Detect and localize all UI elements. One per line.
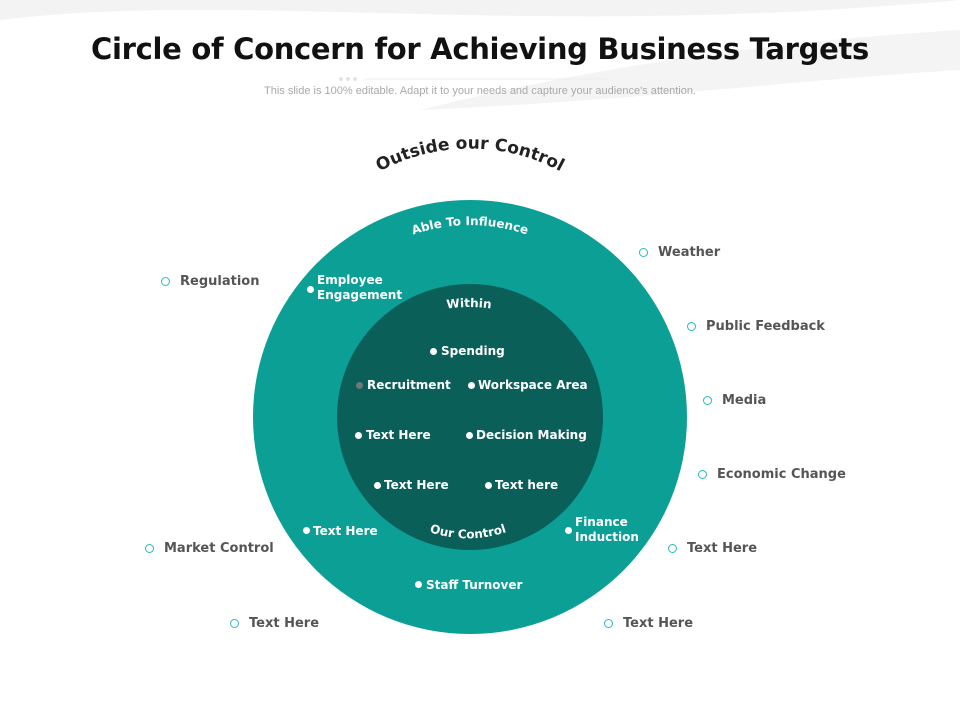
bullet-dot [303, 527, 310, 534]
page-subtitle: This slide is 100% editable. Adapt it to… [264, 85, 696, 97]
control-item-text-here-b: Text Here [384, 478, 449, 492]
control-item-text-here-a: Text Here [366, 428, 431, 442]
within-heading: Within [446, 296, 493, 312]
bullet-dot [145, 544, 154, 553]
our-control-heading: Our Control [428, 522, 507, 542]
bullet-dot [639, 248, 648, 257]
outside-item-public-feedback: Public Feedback [706, 319, 825, 334]
bullet-dot [604, 619, 613, 628]
bullet-dot [698, 470, 707, 479]
outside-item-economic-change: Economic Change [717, 467, 846, 482]
influence-item-text-here: Text Here [313, 524, 378, 538]
bullet-dot [565, 527, 572, 534]
outside-item-text-here-bottom-left: Text Here [249, 616, 320, 631]
background-swoosh [0, 0, 960, 110]
outside-item-text-here-bottom-right: Text Here [623, 616, 694, 631]
outside-item-weather: Weather [658, 245, 721, 260]
outside-item-media: Media [722, 393, 767, 408]
bullet-dot [374, 482, 381, 489]
control-item-workspace-area: Workspace Area [478, 378, 588, 392]
bullet-dot [703, 396, 712, 405]
bullet-dot [485, 482, 492, 489]
control-item-text-here-c: Text here [495, 478, 559, 492]
page-title: Circle of Concern for Achieving Business… [91, 32, 869, 66]
bullet-dot [466, 432, 473, 439]
bullet-dot [356, 382, 363, 389]
bullet-dot [468, 382, 475, 389]
title-divider [339, 77, 608, 81]
outside-item-market-control: Market Control [164, 541, 274, 556]
influence-item-finance-induction: Finance Induction [575, 515, 639, 544]
bullet-dot [355, 432, 362, 439]
influence-item-staff-turnover: Staff Turnover [426, 578, 523, 592]
control-item-spending: Spending [441, 344, 505, 358]
bullet-dot [687, 322, 696, 331]
bullet-dot [307, 286, 314, 293]
control-item-recruitment: Recruitment [367, 378, 451, 392]
inner-circle [337, 284, 603, 550]
outside-control-heading: Outside our Control [373, 133, 568, 175]
outside-item-regulation: Regulation [180, 274, 260, 289]
bullet-dot [161, 277, 170, 286]
influence-item-employee-engagement: Employee Engagement [317, 273, 403, 302]
bullet-dot [668, 544, 677, 553]
control-item-decision-making: Decision Making [476, 428, 587, 442]
bullet-dot [230, 619, 239, 628]
bullet-dot [415, 581, 422, 588]
bullet-dot [430, 348, 437, 355]
outside-item-text-here-right: Text Here [687, 541, 758, 556]
